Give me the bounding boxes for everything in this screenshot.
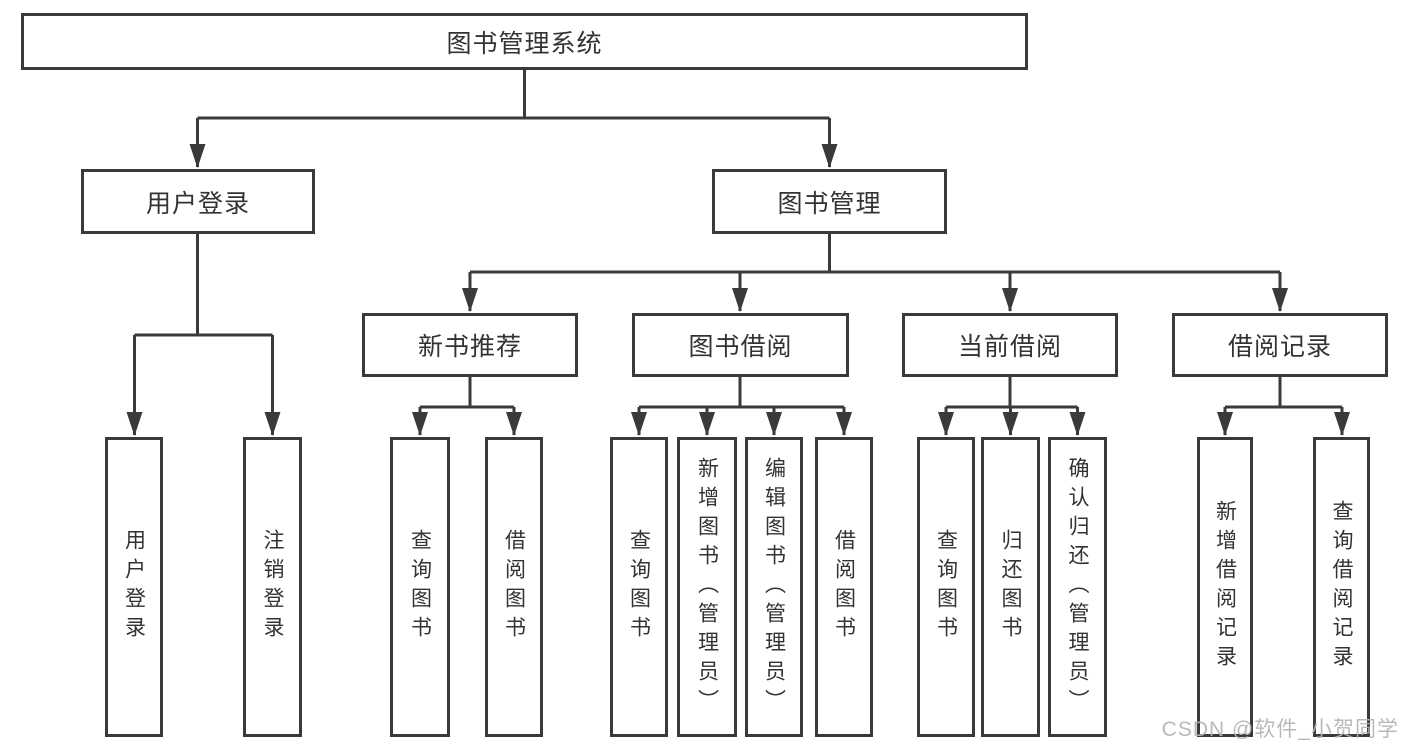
node-root: 图书管理系统 xyxy=(21,13,1028,70)
leaf-query-book-3: 查询图书 xyxy=(917,437,975,737)
node-current-borrow-label: 当前借阅 xyxy=(957,333,1062,361)
leaf-borrow-book-2: 借阅图书 xyxy=(815,437,873,737)
leaf-borrow-book-1-label: 借阅图书 xyxy=(502,529,526,645)
csdn-watermark: CSDN @软件_小贺同学 xyxy=(1161,718,1399,741)
leaf-query-book-2: 查询图书 xyxy=(610,437,668,737)
node-book-management: 图书管理 xyxy=(712,169,947,234)
leaf-confirm-return-admin-label: 确认归还（管理员） xyxy=(1066,456,1089,718)
leaf-user-login-label: 用户登录 xyxy=(122,529,146,645)
node-borrow-record: 借阅记录 xyxy=(1172,313,1388,377)
leaf-user-login: 用户登录 xyxy=(105,437,163,737)
leaf-query-book-1-label: 查询图书 xyxy=(408,529,432,645)
leaf-edit-book-admin-label: 编辑图书（管理员） xyxy=(762,456,786,718)
leaf-add-borrow-record: 新增借阅记录 xyxy=(1197,437,1253,737)
leaf-query-borrow-record: 查询借阅记录 xyxy=(1313,437,1370,737)
leaf-query-book-2-label: 查询图书 xyxy=(627,529,651,645)
leaf-add-book-admin: 新增图书（管理员） xyxy=(677,437,737,737)
leaf-return-book: 归还图书 xyxy=(981,437,1040,737)
leaf-edit-book-admin: 编辑图书（管理员） xyxy=(745,437,803,737)
leaf-borrow-book-1: 借阅图书 xyxy=(485,437,543,737)
leaf-query-borrow-record-label: 查询借阅记录 xyxy=(1330,500,1353,674)
node-current-borrow: 当前借阅 xyxy=(902,313,1118,377)
leaf-logout: 注销登录 xyxy=(243,437,302,737)
node-borrow-record-label: 借阅记录 xyxy=(1227,333,1332,361)
leaf-confirm-return-admin: 确认归还（管理员） xyxy=(1048,437,1107,737)
leaf-add-borrow-record-label: 新增借阅记录 xyxy=(1213,500,1237,674)
leaf-add-book-admin-label: 新增图书（管理员） xyxy=(695,456,719,718)
leaf-logout-label: 注销登录 xyxy=(261,529,284,645)
node-book-borrow-label: 图书借阅 xyxy=(688,333,793,361)
leaf-query-book-1: 查询图书 xyxy=(390,437,450,737)
node-new-book-recommend: 新书推荐 xyxy=(362,313,578,377)
leaf-borrow-book-2-label: 借阅图书 xyxy=(832,529,856,645)
node-new-book-recommend-label: 新书推荐 xyxy=(417,333,522,361)
node-root-label: 图书管理系统 xyxy=(446,29,603,58)
node-book-management-label: 图书管理 xyxy=(777,189,882,218)
node-user-login-label: 用户登录 xyxy=(145,189,250,218)
leaf-query-book-3-label: 查询图书 xyxy=(934,529,958,645)
leaf-return-book-label: 归还图书 xyxy=(999,529,1022,645)
node-book-borrow: 图书借阅 xyxy=(632,313,849,377)
node-user-login: 用户登录 xyxy=(81,169,315,234)
